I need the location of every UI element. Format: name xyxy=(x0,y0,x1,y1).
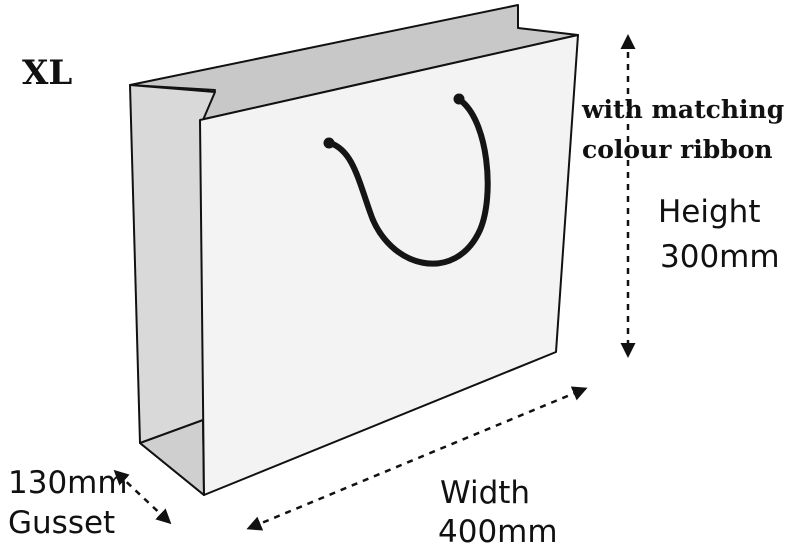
ribbon-note-line2: colour ribbon xyxy=(582,135,773,164)
handle-left-knot xyxy=(323,137,335,149)
gusset-label: Gusset xyxy=(8,505,116,541)
bag-rope-handle xyxy=(327,97,491,267)
handle-right-knot xyxy=(453,93,465,105)
gusset-value: 130mm xyxy=(8,465,128,501)
width-label: Width xyxy=(440,475,531,511)
shopping-bag xyxy=(129,4,579,496)
height-label: Height xyxy=(658,194,761,230)
ribbon-note-line1: with matching xyxy=(582,95,785,124)
height-value: 300mm xyxy=(660,239,780,275)
size-label: XL xyxy=(22,53,73,93)
width-value: 400mm xyxy=(438,514,558,550)
